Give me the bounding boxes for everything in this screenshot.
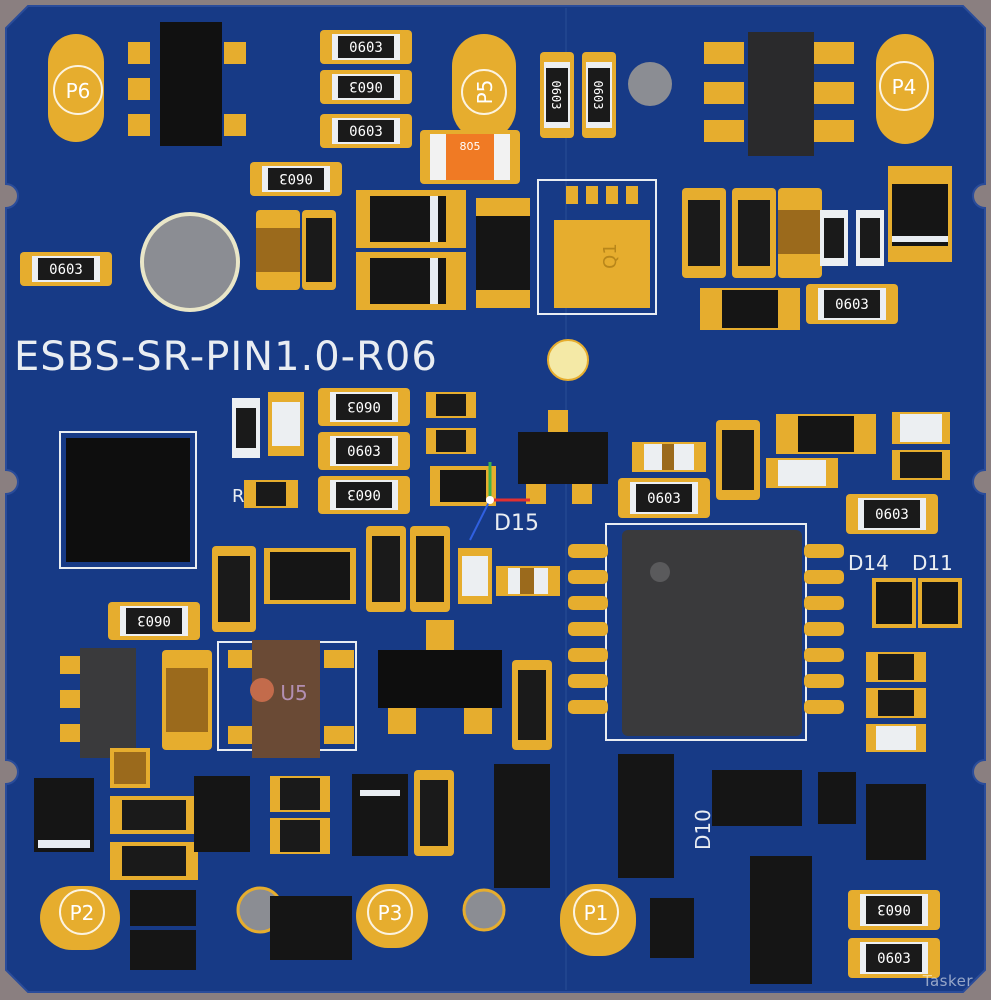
components-bottom: D10 0603 0603 bbox=[34, 748, 940, 984]
pad-label: P6 bbox=[66, 79, 91, 103]
pad-p3[interactable]: P3 bbox=[356, 884, 428, 948]
pad-p4[interactable]: P4 bbox=[876, 34, 934, 144]
designator-q1: Q1 bbox=[600, 243, 621, 269]
ic-main-soic bbox=[568, 523, 844, 741]
regulator-top-right bbox=[704, 32, 854, 156]
resistors-top: 0603 0603 0603 0603 0603 bbox=[20, 30, 412, 286]
resistor-code: 0603 bbox=[49, 262, 83, 278]
pad-label: P4 bbox=[892, 75, 917, 99]
pad-label: P2 bbox=[70, 901, 95, 925]
ic-left-qfn bbox=[59, 431, 197, 569]
resistor-code: 0603 bbox=[875, 507, 909, 523]
ic-top-left bbox=[128, 22, 246, 146]
pad-p6[interactable]: P6 bbox=[48, 34, 104, 142]
transistor-q1: Q1 bbox=[537, 179, 657, 315]
resistor-code: 0603 bbox=[347, 486, 381, 502]
component-mid-rect bbox=[378, 620, 552, 750]
resistor-code: 0603 bbox=[347, 398, 381, 414]
components-right-top: 0603 bbox=[682, 166, 952, 330]
components-left-mid: 0603 bbox=[108, 526, 560, 640]
capacitor-left bbox=[256, 210, 336, 290]
designator-u5: U5 bbox=[280, 681, 307, 705]
resistor-code: 0603 bbox=[349, 78, 383, 94]
components-right-mid: 0603 0603 D14 D11 bbox=[618, 412, 962, 752]
diodes-mid-top bbox=[356, 190, 530, 310]
resistor-code: 0603 bbox=[591, 81, 605, 110]
designator-d10: D10 bbox=[691, 809, 715, 850]
resistor-code: 0603 bbox=[877, 951, 911, 967]
pad-label: P3 bbox=[378, 901, 403, 925]
resistor-code: 0603 bbox=[137, 612, 171, 628]
pad-p2[interactable]: P2 bbox=[40, 886, 120, 950]
watermark: Tasker bbox=[922, 972, 973, 990]
designator-r: R bbox=[232, 486, 245, 507]
resistors-middle: 0603 0603 0603 R bbox=[232, 388, 496, 514]
resistor-code: 0603 bbox=[647, 491, 681, 507]
designator-d14: D14 bbox=[848, 551, 889, 575]
pad-label: P5 bbox=[473, 80, 497, 105]
designator-d11: D11 bbox=[912, 551, 953, 575]
resistor-code: 0603 bbox=[835, 297, 869, 313]
ic-u5: U5 bbox=[60, 640, 357, 758]
resistor-code: 0603 bbox=[349, 124, 383, 140]
resistor-code: 0603 bbox=[347, 444, 381, 460]
resistor-code: 0603 bbox=[877, 901, 911, 917]
pad-p5[interactable]: P5 bbox=[452, 34, 516, 140]
designator-d15: D15 bbox=[494, 511, 539, 536]
resistor-code: 0603 bbox=[349, 40, 383, 56]
diode-d15: D15 bbox=[469, 410, 608, 541]
resistor-code: 0603 bbox=[279, 170, 313, 186]
resistor-code: 0603 bbox=[549, 81, 563, 110]
resistors-vertical-top: 0603 0603 bbox=[540, 52, 616, 138]
pad-label: P1 bbox=[584, 901, 609, 925]
led-805: 805 bbox=[420, 130, 520, 184]
board-title: ESBS-SR-PIN1.0-R06 bbox=[14, 334, 438, 380]
led-805-code: 805 bbox=[460, 140, 481, 153]
pad-p1[interactable]: P1 bbox=[560, 884, 636, 956]
